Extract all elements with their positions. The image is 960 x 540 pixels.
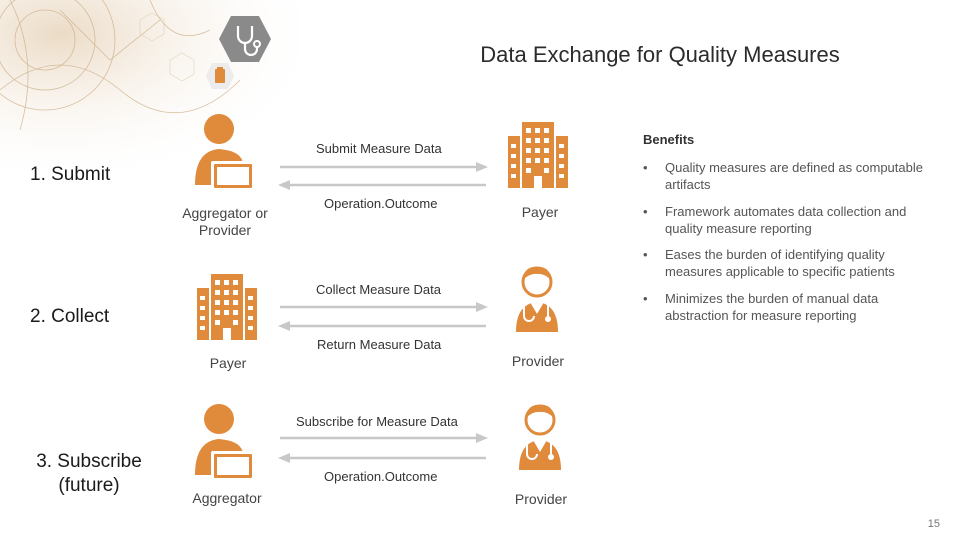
benefit-item: • Eases the burden of identifying qualit…: [643, 246, 933, 282]
person-tablet-icon: [193, 403, 258, 485]
benefit-item: • Framework automates data collection an…: [643, 203, 933, 239]
subscribe-left-role: Aggregator: [192, 490, 262, 506]
benefits-heading: Benefits: [643, 132, 695, 147]
stethoscope-icon: [218, 14, 272, 64]
bullet: •: [643, 204, 648, 219]
collect-request-label: Collect Measure Data: [316, 282, 441, 297]
subscribe-request-label: Subscribe for Measure Data: [296, 414, 458, 429]
collect-response-label: Return Measure Data: [317, 337, 442, 352]
right-arrow: [280, 162, 488, 172]
building-icon: [508, 122, 568, 188]
doctor-icon: [513, 402, 567, 470]
step-subscribe-label: 3. Subscribe (future): [36, 451, 142, 496]
doctor-icon: [510, 264, 564, 332]
bullet: •: [643, 247, 648, 262]
bullet: •: [643, 160, 648, 175]
clipboard-icon: [205, 62, 235, 90]
benefit-item: • Minimizes the burden of manual data ab…: [643, 290, 933, 326]
subscribe-response-label: Operation.Outcome: [324, 469, 438, 484]
submit-request-label: Submit Measure Data: [316, 141, 442, 156]
page-title: Data Exchange for Quality Measures: [480, 42, 840, 67]
left-arrow: [278, 453, 486, 463]
collect-left-role: Payer: [209, 355, 247, 371]
benefit-text: Framework automates data collection and …: [665, 204, 907, 236]
left-arrow: [278, 180, 486, 190]
submit-right-role: Payer: [521, 204, 559, 220]
bullet: •: [643, 291, 648, 306]
benefit-text: Minimizes the burden of manual data abst…: [665, 291, 879, 323]
right-arrow: [280, 302, 488, 312]
page-number: 15: [927, 518, 940, 530]
submit-response-label: Operation.Outcome: [324, 196, 438, 211]
benefit-item: • Quality measures are defined as comput…: [643, 159, 933, 195]
collect-right-role: Provider: [511, 353, 565, 369]
benefit-text: Quality measures are defined as computab…: [665, 160, 923, 192]
submit-left-role: Aggregator or Provider: [182, 205, 268, 238]
right-arrow: [280, 433, 488, 443]
step-collect-label: 2. Collect: [30, 306, 110, 327]
person-tablet-icon: [193, 113, 258, 195]
benefit-text: Eases the burden of identifying quality …: [665, 247, 895, 279]
left-arrow: [278, 321, 486, 331]
building-icon: [197, 274, 257, 340]
subscribe-right-role: Provider: [514, 491, 568, 507]
step-submit-label: 1. Submit: [30, 164, 111, 185]
